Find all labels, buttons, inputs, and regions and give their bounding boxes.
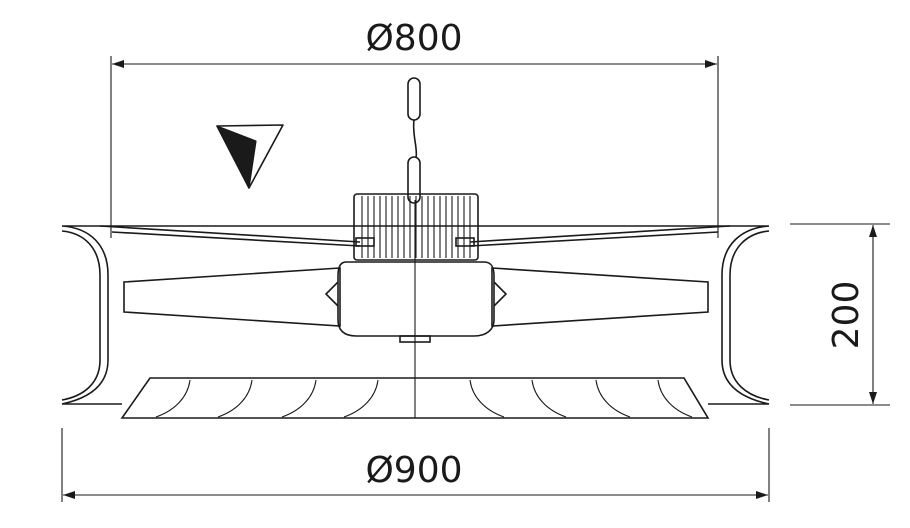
height-dimension: 200 bbox=[790, 223, 890, 406]
bottom-diffuser bbox=[120, 377, 710, 419]
inlet-ring-left bbox=[61, 225, 122, 405]
bottom-diameter-label: Ø900 bbox=[365, 450, 462, 491]
fan-blade-left bbox=[123, 267, 341, 327]
height-label: 200 bbox=[826, 281, 867, 350]
top-diameter-dimension: Ø800 bbox=[110, 18, 719, 238]
airflow-direction-icon bbox=[216, 124, 284, 189]
top-diameter-label: Ø800 bbox=[365, 18, 462, 59]
cable-gland bbox=[407, 77, 421, 204]
fan-blade-right bbox=[491, 267, 709, 327]
motor-housing bbox=[353, 193, 479, 261]
support-struts bbox=[99, 225, 731, 247]
inlet-ring-right bbox=[708, 225, 770, 405]
bottom-diameter-dimension: Ø900 bbox=[61, 428, 770, 502]
rotor-hub bbox=[324, 261, 508, 343]
